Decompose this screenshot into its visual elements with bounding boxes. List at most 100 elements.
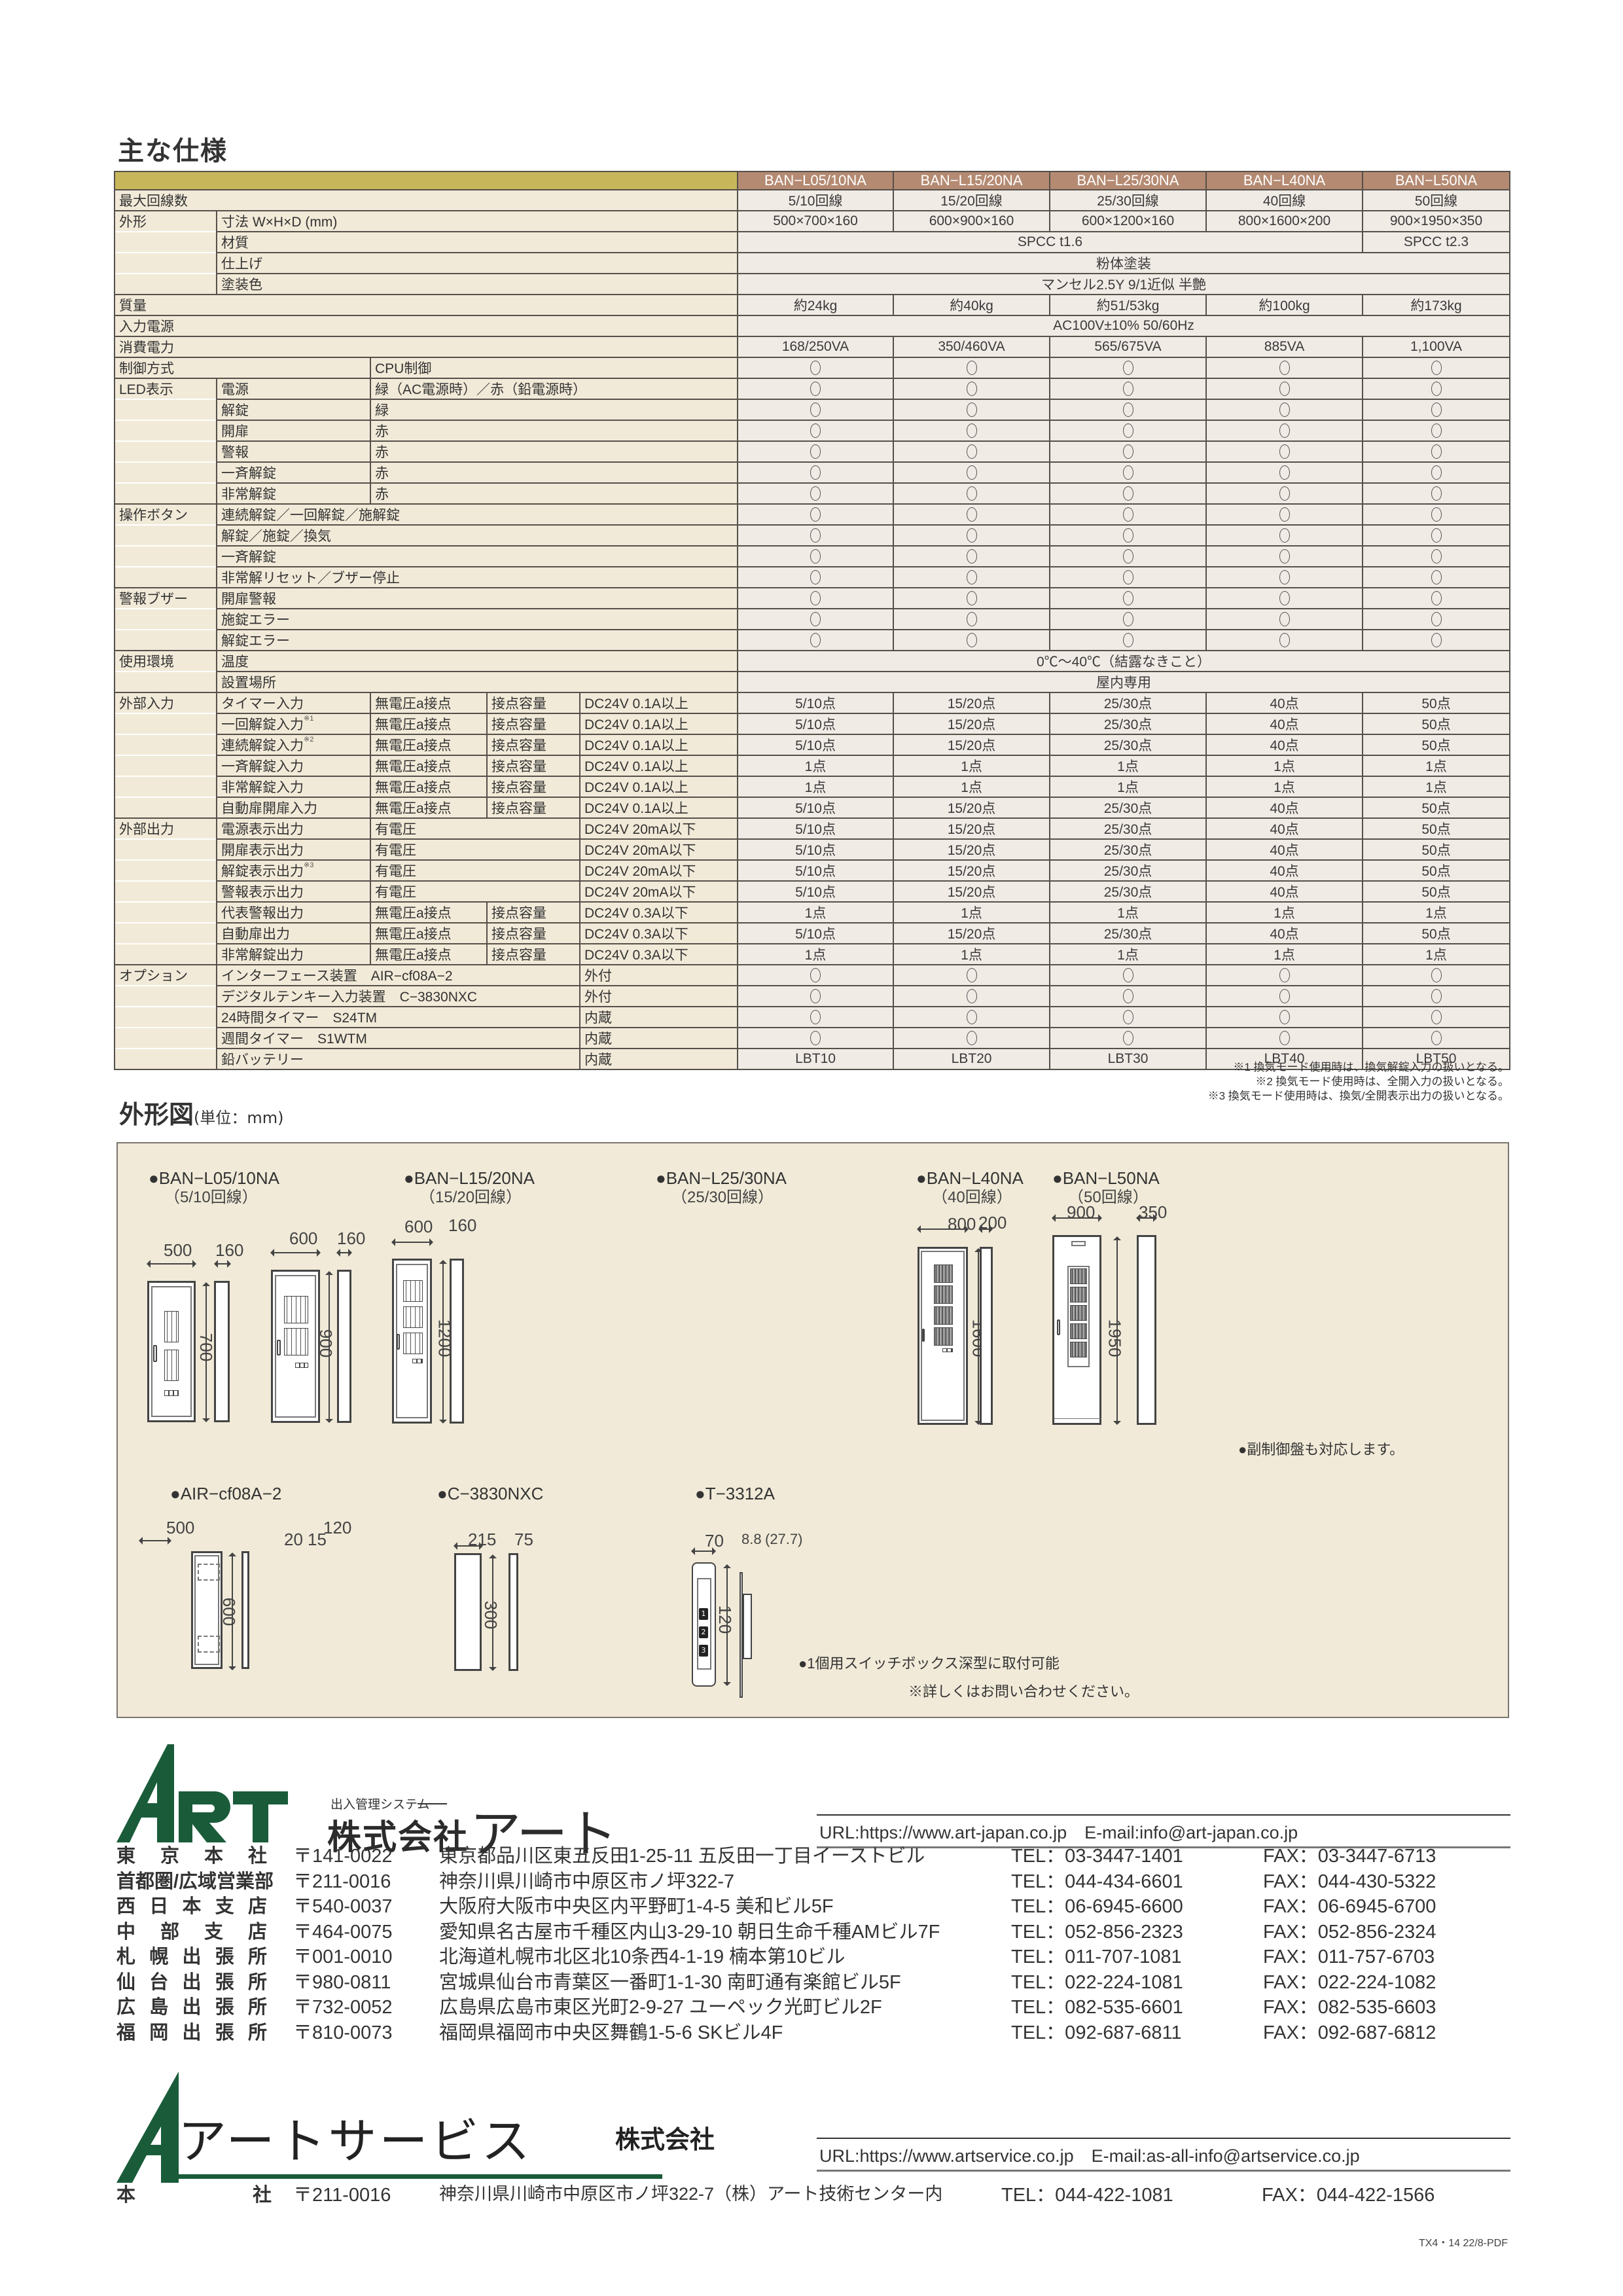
- cell: 15/20回線: [893, 189, 1051, 211]
- cell: 1点: [1205, 755, 1364, 777]
- cell-circle: [893, 482, 1051, 505]
- cell-circle: [1049, 399, 1207, 421]
- cell-circle: [1205, 482, 1364, 505]
- row-sublabel: 赤: [369, 420, 739, 442]
- cell-circle: [893, 985, 1051, 1007]
- cell-circle: [1049, 420, 1207, 442]
- cell: 15/20点: [893, 880, 1051, 903]
- cell: SPCC t1.6: [737, 231, 1364, 253]
- interface-front: [191, 1551, 223, 1669]
- office-address: 福岡県福岡市中央区舞鶴1-5-6 SKビル4F: [439, 2022, 783, 2043]
- cell: 1点: [737, 755, 895, 777]
- cell-circle: [893, 357, 1051, 379]
- circle-mark-icon: [966, 528, 977, 543]
- circle-mark-icon: [1431, 968, 1442, 983]
- switch-side-body: [743, 1594, 752, 1659]
- diagram-model-name: ●BAN−L25/30NA: [656, 1168, 787, 1188]
- cell-circle: [1205, 399, 1364, 421]
- cell-circle: [1362, 964, 1511, 986]
- service-url-line[interactable]: URL:https://www.artservice.co.jp E-mail:…: [817, 2138, 1510, 2172]
- contact-type: 有電圧: [370, 880, 580, 903]
- contact-capacity: 接点容量: [486, 734, 580, 756]
- group-label: LED表示: [114, 378, 217, 399]
- circle-mark-icon: [1431, 549, 1442, 564]
- cabinet-front: [918, 1247, 968, 1425]
- cell-circle: [737, 482, 895, 505]
- cell-circle: [737, 985, 895, 1007]
- cell-circle: [1205, 964, 1364, 986]
- cell-circle: [1362, 629, 1511, 651]
- diagram-model-name: ●BAN−L40NA: [916, 1168, 1024, 1188]
- footnote-3: ※3 換気モード使用時は、換気/全開表示出力の扱いとなる。: [1207, 1090, 1509, 1102]
- office-name: 中部支店: [116, 1921, 267, 1943]
- cell: 885VA: [1205, 336, 1364, 358]
- contact-capacity: 接点容量: [486, 943, 580, 965]
- cell: 5/10点: [737, 859, 895, 882]
- cell-circle: [1362, 440, 1511, 463]
- circle-mark-icon: [810, 528, 821, 543]
- spec-table: BAN−L05/10NA BAN−L15/20NA BAN−L25/30NA B…: [113, 171, 1511, 1070]
- table-row: 設置場所 屋内専用: [114, 671, 1511, 693]
- cell: 1点: [1205, 776, 1364, 798]
- cell: AC100V±10% 50/60Hz: [737, 315, 1511, 337]
- row-label: 非常解錠入力: [216, 776, 371, 798]
- group-spacer: [114, 734, 217, 755]
- row-label: 一斉解錠: [216, 461, 371, 484]
- cell: 25/30点: [1049, 817, 1207, 840]
- diagram-lines: （40回線）: [932, 1189, 1012, 1206]
- cell-circle: [1362, 545, 1511, 567]
- diagram-title-l05: ●BAN−L05/10NA（5/10回線）: [149, 1168, 279, 1208]
- inquiry-note: ※詳しくはお問い合わせください。: [908, 1683, 1139, 1700]
- circle-mark-icon: [1431, 1031, 1442, 1046]
- cell: 5/10回線: [737, 189, 895, 211]
- cell: 50点: [1362, 692, 1511, 714]
- cell: 15/20点: [893, 734, 1051, 756]
- cell: 屋内専用: [737, 671, 1511, 693]
- circle-mark-icon: [1122, 423, 1133, 439]
- circle-mark-icon: [1122, 968, 1133, 983]
- row-label: 電源表示出力: [216, 817, 371, 840]
- cell: 50点: [1362, 797, 1511, 819]
- cell: 1点: [1362, 776, 1511, 798]
- cell: 25/30点: [1049, 880, 1207, 903]
- row-label-text: 電源表示出力: [221, 822, 304, 837]
- cell: 565/675VA: [1049, 336, 1207, 358]
- cell-circle: [1049, 524, 1207, 547]
- art-url-line[interactable]: URL:https://www.art-japan.co.jp E-mail:i…: [817, 1814, 1510, 1848]
- row-label-text: 一斉解錠入力: [221, 759, 304, 774]
- cell-circle: [1205, 420, 1364, 442]
- dim-arrow: [1136, 1214, 1157, 1222]
- table-row: 質量 約24kg 約40kg 約51/53kg 約100kg 約173kg: [113, 294, 1511, 316]
- table-row: LED表示電源緑（AC電源時）／赤（鉛電源時）: [114, 378, 1511, 400]
- cell: 1点: [737, 901, 895, 924]
- option-label: インターフェース装置 AIR−cf08A−2: [216, 964, 580, 986]
- cell: 1点: [737, 943, 895, 965]
- circle-mark-icon: [966, 570, 977, 585]
- cell: 40回線: [1205, 189, 1364, 211]
- cell: 50回線: [1362, 189, 1511, 211]
- cell-circle: [1205, 1027, 1364, 1049]
- footnotes: ※1 換気モード使用時は、換気解錠入力の扱いとなる。 ※2 換気モード使用時は、…: [1208, 1060, 1509, 1103]
- cabinet-front: [1052, 1235, 1101, 1425]
- cell-circle: [1362, 985, 1511, 1007]
- cell-circle: [1049, 1006, 1207, 1028]
- circle-mark-icon: [1431, 633, 1442, 648]
- table-header-row: BAN−L05/10NA BAN−L15/20NA BAN−L25/30NA B…: [113, 171, 1511, 190]
- contact-type: 無電圧a接点: [370, 901, 488, 924]
- dim-height: 300: [481, 1600, 501, 1630]
- circle-mark-icon: [1279, 465, 1290, 480]
- cell-circle: [1362, 608, 1511, 630]
- contact-capacity: 接点容量: [486, 713, 580, 735]
- group-spacer: [114, 902, 217, 923]
- table-row: 解錠緑: [114, 399, 1511, 421]
- cell-circle: [1049, 545, 1207, 567]
- office-tel: TEL：092-687-6811: [1011, 2022, 1182, 2043]
- row-sublabel: 赤: [369, 461, 739, 484]
- row-sublabel: 赤: [369, 482, 739, 505]
- office-name: 東京本社: [116, 1846, 267, 1867]
- circle-mark-icon: [1122, 591, 1133, 606]
- cell: 50点: [1362, 838, 1511, 861]
